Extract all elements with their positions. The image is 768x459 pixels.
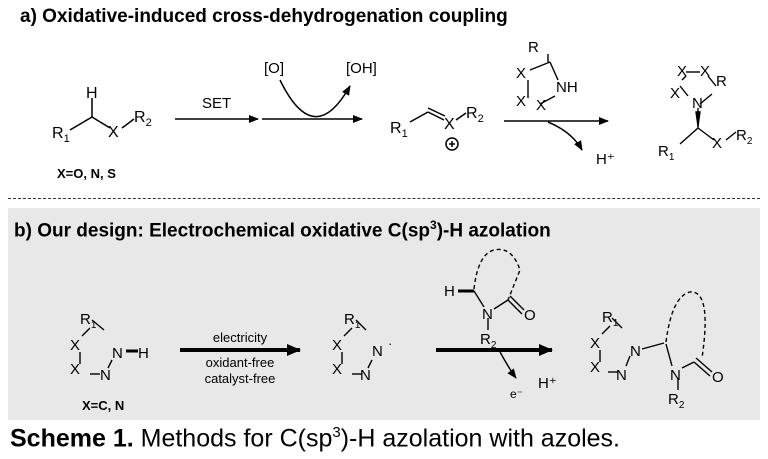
x-note-b: X=C, N [82,398,124,413]
electron-label: e⁻ [510,387,523,401]
svg-text:R2: R2 [466,105,484,125]
product-a-labels: X X R X N R1 X R2 [658,63,753,163]
azolyl-radical [341,319,373,375]
svg-text:R1: R1 [658,143,675,163]
svg-text:O: O [524,307,536,324]
condition-electricity: electricity [213,330,268,345]
set-label: SET [202,95,231,112]
svg-text:X: X [677,63,687,80]
svg-text:R1: R1 [80,311,97,331]
svg-text:NH: NH [556,79,578,96]
azole-reagent-b-labels: R1 X X N N H [70,311,149,384]
substrate-a-labels: H R1 X R2 [52,85,152,145]
svg-text:H: H [138,345,149,362]
proton-label-a: H⁺ [596,151,615,168]
svg-text:R1: R1 [344,311,361,331]
substrate-a [69,98,135,131]
svg-text:X: X [332,337,342,354]
svg-text:H: H [444,283,455,300]
svg-text:X: X [590,335,600,352]
curved-arrow-oxidant [279,79,351,118]
svg-text:N: N [630,343,641,360]
svg-text:N: N [112,345,123,362]
azole-reagent-a-labels: R X X X NH [516,39,578,114]
panel-b-background [8,208,760,420]
svg-text:X: X [700,63,710,80]
svg-text:N: N [692,95,703,112]
azolyl-radical-labels: R1 X X N N · [332,311,392,384]
svg-text:R1: R1 [602,309,619,329]
svg-text:X: X [108,124,119,141]
svg-text:X: X [444,116,455,133]
condition-catalyst-free: catalyst-free [205,371,276,386]
lactam-reagent-labels: H N O R2 [444,283,536,351]
product-b-labels: R1 X X N N N O R2 [590,309,724,411]
panel-divider [8,198,760,199]
x-note-a: X=O, N, S [57,166,116,181]
svg-text:X: X [712,135,722,152]
oxidant-label: [O] [264,60,284,77]
proton-label-b: H⁺ [538,375,557,392]
azole-reagent-b [79,319,138,375]
svg-text:X: X [590,359,600,376]
svg-text:R2: R2 [736,127,753,147]
svg-text:X: X [332,361,342,378]
svg-text:X: X [536,97,546,114]
reduced-label: [OH] [346,60,377,77]
panel-a-title: a) Oxidative-induced cross-dehydrogenati… [20,6,508,27]
svg-text:R2: R2 [134,109,152,129]
lactam-reagent [458,248,525,330]
curved-arrow-electron [499,351,517,379]
condition-oxidant-free: oxidant-free [206,355,275,370]
figure-caption: Scheme 1. Methods for C(sp3)-H azolation… [10,424,621,453]
svg-text:N: N [670,367,681,384]
product-a [679,71,737,145]
svg-text:N: N [482,306,493,323]
svg-text:R: R [528,39,539,56]
svg-text:N: N [616,367,627,384]
svg-text:X: X [516,93,526,110]
svg-text:R1: R1 [390,120,408,140]
svg-text:X: X [70,337,80,354]
curved-arrow-proton-loss [547,121,583,151]
svg-text:R1: R1 [52,125,70,145]
svg-text:N: N [360,367,371,384]
svg-text:H: H [86,85,98,102]
svg-text:N: N [100,367,111,384]
iminium-intermediate [409,107,467,151]
azole-reagent-a [527,54,559,105]
svg-text:N: N [372,343,383,360]
svg-text:X: X [516,65,526,82]
svg-text:X: X [70,361,80,378]
svg-text:X: X [670,85,680,102]
svg-text:·: · [388,336,392,351]
panel-b-title: b) Our design: Electrochemical oxidative… [14,218,551,242]
svg-text:O: O [712,369,724,386]
svg-text:R: R [716,73,727,90]
iminium-labels: R1 X R2 [390,105,484,140]
product-b [599,291,713,390]
svg-text:R2: R2 [668,391,685,411]
